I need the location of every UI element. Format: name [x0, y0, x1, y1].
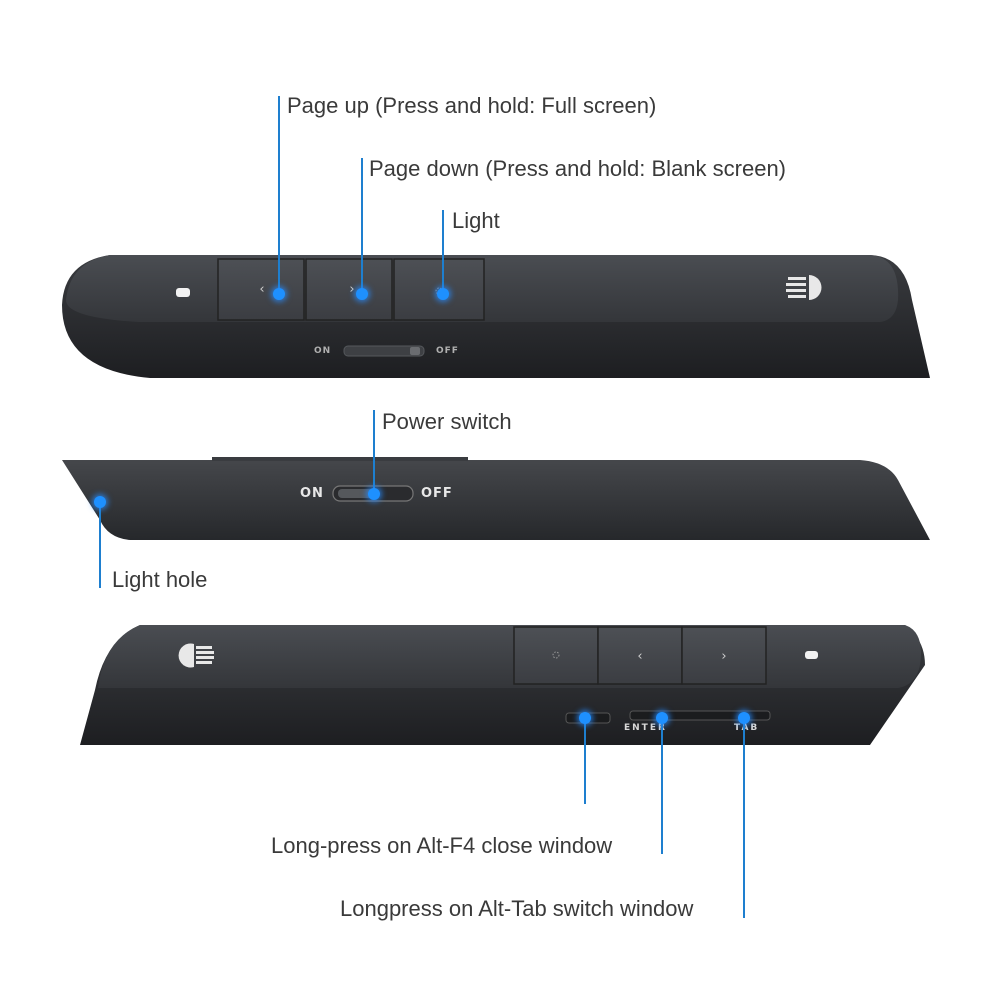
page-up-button — [217, 258, 305, 321]
alt-tab-leader — [743, 718, 745, 918]
light-hole-leader — [99, 502, 101, 588]
alt-f4-marker-a — [579, 712, 591, 724]
chevron-left-icon-bottom: ‹ — [637, 649, 642, 664]
alt-tab-marker — [738, 712, 750, 724]
status-led-bottom — [805, 651, 818, 659]
light-button-bottom — [513, 626, 599, 685]
alt-f4-callout: Long-press on Alt-F4 close window — [271, 833, 613, 858]
page-down-callout: Page down (Press and hold: Blank screen) — [369, 156, 787, 181]
page-up-callout: Page up (Press and hold: Full screen) — [287, 93, 657, 118]
device-edge-view: ‹ › — [80, 625, 925, 745]
alt-f4-leader-b — [661, 718, 663, 854]
light-marker — [437, 288, 449, 300]
power-switch-marker — [368, 488, 380, 500]
tab-label: TAB — [734, 723, 760, 733]
chevron-left-icon: ‹ — [259, 282, 264, 297]
page-down-marker — [356, 288, 368, 300]
brand-logo-bottom — [178, 643, 214, 668]
device-side-view — [62, 457, 930, 540]
chevron-right-icon: › — [349, 282, 354, 297]
light-leader — [442, 210, 444, 292]
on-label: ON — [300, 486, 324, 501]
page-up-leader — [278, 96, 280, 292]
power-switch-leader — [373, 410, 375, 495]
power-switch-slot — [343, 345, 425, 357]
enter-label: ENTER — [624, 723, 667, 733]
alt-tab-callout: Longpress on Alt-Tab switch window — [340, 896, 694, 921]
page-up-marker — [273, 288, 285, 300]
off-label-top: OFF — [436, 346, 459, 356]
on-label-top: ON — [314, 346, 332, 356]
brand-logo — [786, 275, 822, 300]
off-label: OFF — [421, 486, 453, 501]
power-switch-callout: Power switch — [382, 409, 512, 434]
light-hole-callout: Light hole — [112, 567, 208, 592]
status-led — [176, 288, 190, 297]
chevron-right-icon-bottom: › — [721, 649, 726, 664]
alt-f4-leader-a — [584, 718, 586, 804]
light-hole-marker — [94, 496, 106, 508]
device-top-view: ‹ › — [62, 255, 930, 378]
page-down-button — [305, 258, 393, 321]
light-callout: Light — [452, 208, 500, 233]
page-down-button-bottom — [681, 626, 767, 685]
page-down-leader — [361, 158, 363, 292]
light-icon-bottom — [552, 651, 560, 659]
alt-f4-marker-b — [656, 712, 668, 724]
